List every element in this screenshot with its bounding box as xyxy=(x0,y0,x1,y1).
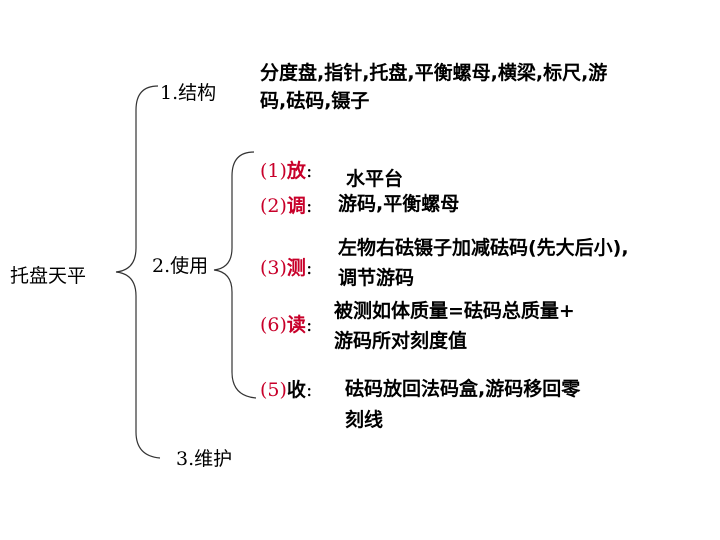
step-3-desc-line1: 左物右砝镊子加减砝码(先大后小), xyxy=(338,237,629,259)
step-2-desc: 游码,平衡螺母 xyxy=(338,193,460,215)
step-4: (6)读: xyxy=(260,316,312,335)
structure-desc-line1: 分度盘,指针,托盘,平衡螺母,横梁,标尺,游 xyxy=(260,62,608,84)
branch-structure-label: 1.结构 xyxy=(160,82,217,104)
step-1-number: (1) xyxy=(260,160,287,182)
step-5-desc-line1: 砝码放回法码盒,游码移回零 xyxy=(345,378,581,400)
branch-use-label: 2.使用 xyxy=(152,255,209,277)
step-4-number: (6) xyxy=(260,314,287,336)
step-4-colon: : xyxy=(305,314,313,336)
step-5-colon: : xyxy=(305,379,313,401)
step-2-colon: : xyxy=(305,195,313,217)
use-brace xyxy=(213,151,257,399)
branch-maintenance-label: 3.维护 xyxy=(176,448,233,470)
step-4-desc-line1: 被测如体质量=砝码总质量+ xyxy=(334,300,575,322)
structure-desc-line2: 码,砝码,镊子 xyxy=(260,90,370,112)
step-5-key: 收 xyxy=(286,379,306,401)
step-3: (3)测: xyxy=(260,259,312,278)
main-brace xyxy=(115,85,161,459)
step-5-desc-line2: 刻线 xyxy=(345,409,384,431)
step-1-colon: : xyxy=(305,160,313,182)
step-1: (1)放: xyxy=(260,162,312,181)
step-3-number: (3) xyxy=(260,257,287,279)
step-4-key: 读 xyxy=(286,314,306,336)
step-2: (2)调: xyxy=(260,197,312,216)
step-2-key: 调 xyxy=(286,195,306,217)
step-2-number: (2) xyxy=(260,195,287,217)
step-3-desc-line2: 调节游码 xyxy=(338,267,415,289)
step-5: (5)收: xyxy=(260,381,312,400)
step-3-key: 测 xyxy=(286,257,306,279)
step-3-colon: : xyxy=(305,257,313,279)
root-label: 托盘天平 xyxy=(10,265,87,287)
step-1-desc: 水平台 xyxy=(346,168,404,190)
step-1-key: 放 xyxy=(286,160,306,182)
step-5-number: (5) xyxy=(260,379,287,401)
step-4-desc-line2: 游码所对刻度值 xyxy=(334,330,468,352)
